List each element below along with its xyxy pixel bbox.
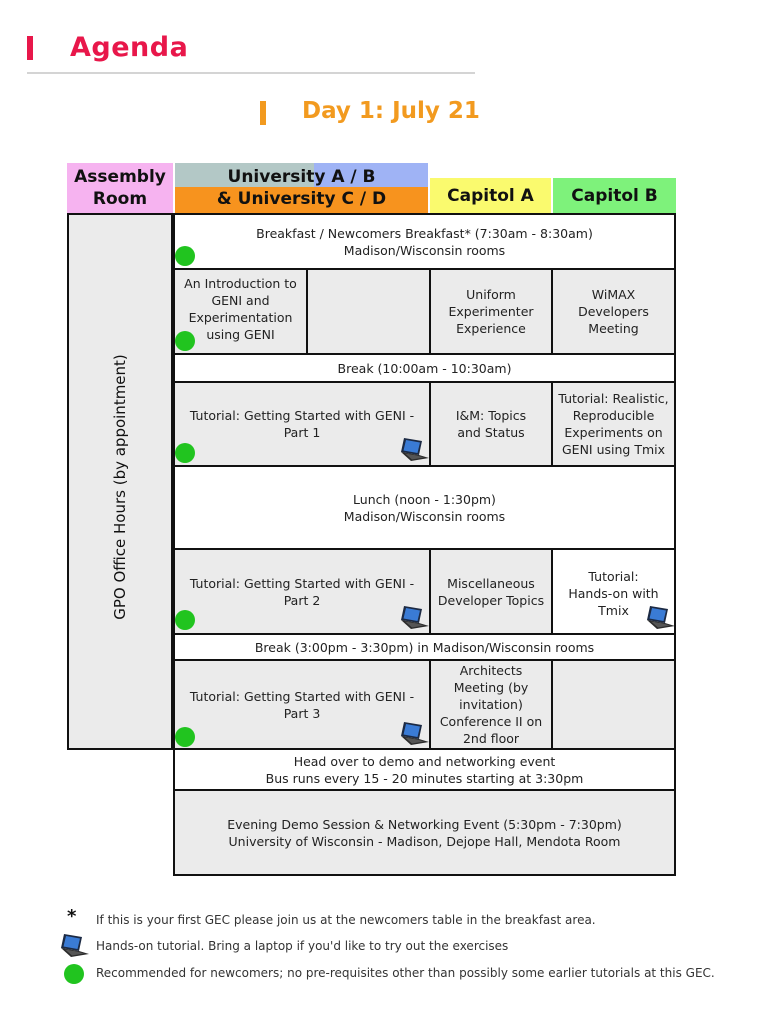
room-header-capitol-a: Capitol A [430, 178, 551, 213]
session-evening-demo: Evening Demo Session & Networking Event … [173, 789, 676, 876]
session-breakfast: Breakfast / Newcomers Breakfast* (7:30am… [173, 213, 676, 270]
session-wimax: WiMAX Developers Meeting [551, 268, 676, 355]
session-lunch-line1: Lunch (noon - 1:30pm) [353, 491, 496, 507]
green-dot-icon [175, 610, 195, 630]
session-tutorial-part1: Tutorial: Getting Started with GENI - Pa… [173, 381, 431, 467]
session-evening-demo-line1: Evening Demo Session & Networking Event … [227, 816, 622, 832]
green-dot-icon [175, 443, 195, 463]
title-accent-bar [27, 36, 33, 60]
legend-asterisk-text: If this is your first GEC please join us… [96, 913, 596, 927]
room-header-assembly-line1: Assembly [74, 167, 166, 187]
session-empty-univ [306, 268, 431, 355]
room-header-assembly-line2: Room [92, 189, 148, 209]
legend-laptop-text: Hands-on tutorial. Bring a laptop if you… [96, 939, 509, 953]
room-header-univ-cd: & University C / D [216, 189, 387, 209]
session-empty-capitol-b [551, 659, 676, 750]
session-tmix-realistic: Tutorial: Realistic, Reproducible Experi… [551, 381, 676, 467]
session-misc-developer: Miscellaneous Developer Topics [429, 548, 553, 635]
office-hours-label: GPO Office Hours (by appointment) [111, 354, 129, 620]
day-heading: Day 1: July 21 [302, 98, 480, 124]
session-break-morning: Break (10:00am - 10:30am) [173, 353, 676, 383]
session-lunch: Lunch (noon - 1:30pm) Madison/Wisconsin … [173, 465, 676, 550]
session-tutorial-part3: Tutorial: Getting Started with GENI - Pa… [173, 659, 431, 750]
session-uniform-experimenter: Uniform Experimenter Experience [429, 268, 553, 355]
session-breakfast-line1: Breakfast / Newcomers Breakfast* (7:30am… [256, 226, 593, 241]
session-break-afternoon: Break (3:00pm - 3:30pm) in Madison/Wisco… [173, 633, 676, 661]
title-divider [27, 72, 475, 74]
session-tutorial-part3-line2: Part 3 [283, 705, 321, 721]
green-dot-icon [175, 331, 195, 351]
room-header-univ-cd-bg [175, 187, 428, 213]
laptop-icon [400, 436, 430, 462]
room-header-univ-ab-bg [175, 163, 428, 187]
session-im-topics: I&M: Topics and Status [429, 381, 553, 467]
laptop-icon [646, 604, 676, 630]
session-tutorial-part3-line1: Tutorial: Getting Started with GENI - [189, 688, 415, 704]
laptop-icon [400, 720, 430, 746]
room-header-university: University A / B & University C / D [175, 163, 428, 213]
legend-dot-text: Recommended for newcomers; no pre-requis… [96, 966, 715, 980]
room-header-assembly: Assembly Room [67, 163, 173, 213]
green-dot-icon [175, 246, 195, 266]
office-hours-column [67, 213, 173, 750]
green-dot-icon [64, 964, 84, 984]
session-demo-transit-line2: Bus runs every 15 - 20 minutes starting … [265, 770, 584, 786]
session-tutorial-part2-line2: Part 2 [283, 592, 321, 608]
session-tutorial-part2: Tutorial: Getting Started with GENI - Pa… [173, 548, 431, 635]
session-demo-transit: Head over to demo and networking event B… [173, 748, 676, 791]
page-title: Agenda [70, 32, 189, 63]
session-tutorial-part2-line1: Tutorial: Getting Started with GENI - [189, 575, 415, 591]
session-breakfast-line2: Madison/Wisconsin rooms [343, 243, 506, 258]
room-header-univ-ab: University A / B [227, 167, 376, 187]
day-accent-bar [260, 101, 266, 125]
asterisk-icon: * [67, 906, 77, 927]
green-dot-icon [175, 727, 195, 747]
session-evening-demo-line2: University of Wisconsin - Madison, Dejop… [228, 833, 621, 849]
session-demo-transit-line1: Head over to demo and networking event [293, 753, 556, 769]
laptop-icon [60, 932, 90, 958]
laptop-icon [400, 604, 430, 630]
session-tutorial-part1-line1: Tutorial: Getting Started with GENI - [189, 408, 415, 423]
session-architects: Architects Meeting (by invitation) Confe… [429, 659, 553, 750]
session-lunch-line2: Madison/Wisconsin rooms [343, 508, 506, 524]
room-header-capitol-b: Capitol B [553, 178, 676, 213]
session-tutorial-part1-line2: Part 1 [283, 425, 321, 440]
